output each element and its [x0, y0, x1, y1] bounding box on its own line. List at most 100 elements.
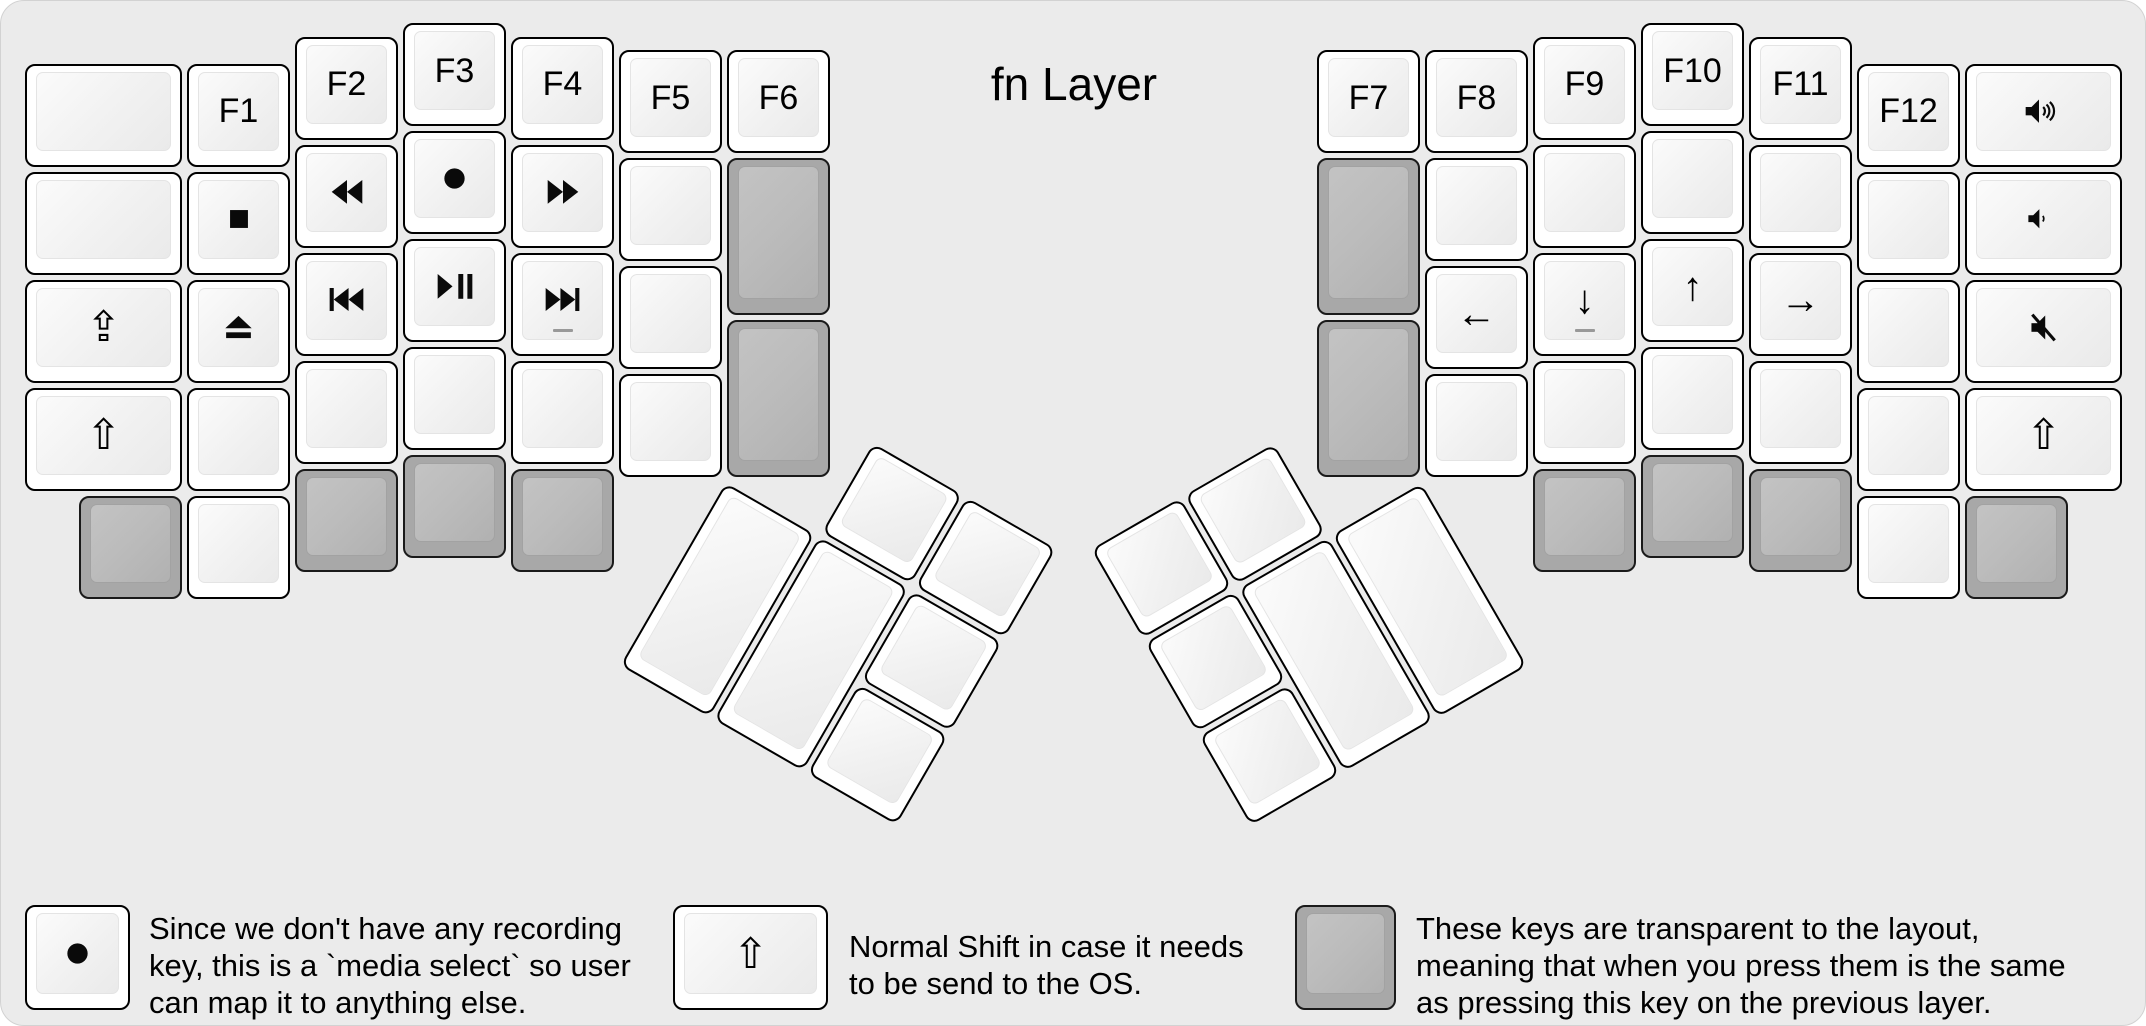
key-next-track: [511, 252, 614, 356]
key-transparent: [511, 468, 614, 572]
key-f1: F1: [187, 63, 290, 167]
key-blank: [1857, 387, 1960, 491]
key-f11: F11: [1749, 36, 1852, 140]
keycap: [1652, 139, 1733, 218]
keycap: [1436, 382, 1517, 461]
keycap: [522, 476, 603, 556]
key-eject: [187, 279, 290, 383]
key-transparent: [1965, 495, 2068, 599]
key-blank: [1857, 279, 1960, 383]
key-blank: [1533, 144, 1636, 248]
keycap: F1: [198, 71, 279, 151]
key-label: F12: [1879, 92, 1938, 130]
keycap: F5: [630, 58, 711, 137]
keycap: [198, 179, 279, 259]
legend-text-line: meaning that when you press them is the …: [1416, 948, 2066, 983]
key-blank: [187, 387, 290, 491]
key-transparent: [727, 158, 830, 315]
key-blank: [1641, 347, 1744, 450]
keycap: ⇧: [1976, 395, 2111, 475]
key-blank: [295, 360, 398, 464]
key-label: F6: [758, 78, 799, 117]
key-blank: [1749, 360, 1852, 464]
keycap: [198, 503, 279, 583]
legend-key-transparent: [1295, 905, 1396, 1010]
stop-icon: [228, 208, 250, 230]
key-blank: [1857, 171, 1960, 275]
keycap: [306, 260, 387, 340]
key-blank: [619, 158, 722, 261]
key-stop: [187, 171, 290, 275]
keycap: [1158, 603, 1269, 713]
key-transparent: [1641, 455, 1744, 558]
key-label: ⇧: [2025, 411, 2062, 458]
keycap: [306, 368, 387, 448]
key-mute: [1965, 279, 2122, 383]
keycap: [522, 368, 603, 448]
key-label: ↑: [1682, 264, 1703, 309]
keycap: →: [1760, 260, 1841, 340]
keycap: [1306, 913, 1385, 994]
key-f4: F4: [511, 36, 614, 140]
keycap: [306, 476, 387, 556]
keycap: [1436, 166, 1517, 245]
legend-key-record: [25, 905, 130, 1010]
key-label: F11: [1772, 65, 1829, 103]
keycap: [1868, 503, 1949, 583]
layer-title: fn Layer: [990, 58, 1158, 110]
keycap: [839, 455, 949, 565]
prev-track-icon: [328, 288, 365, 312]
keycap: [630, 274, 711, 353]
key-arrow-left: ←: [1425, 266, 1528, 369]
key-label: F5: [650, 78, 691, 117]
keycap: [414, 247, 495, 326]
keycap: [1544, 368, 1625, 448]
legend-text-line: key, this is a `media select` so user: [149, 948, 631, 983]
key-blank: [1641, 131, 1744, 234]
legend-key-shift: ⇧: [673, 905, 828, 1010]
key-label: ⇪: [85, 303, 122, 350]
key-label: F7: [1348, 78, 1389, 117]
key-f6: F6: [727, 50, 830, 153]
keycap: [738, 328, 819, 461]
key-label: F4: [542, 65, 583, 103]
keycap: ↓: [1544, 260, 1625, 340]
homing-bar: [552, 328, 573, 332]
key-f5: F5: [619, 50, 722, 153]
key-blank: [25, 63, 182, 167]
keycap: [1652, 355, 1733, 434]
key-label: F10: [1663, 51, 1722, 90]
eject-icon: [222, 315, 255, 340]
keycap: [1760, 476, 1841, 556]
keycap: [738, 166, 819, 299]
key-blank: [511, 360, 614, 464]
keycap: [1976, 71, 2111, 151]
keycap: [198, 395, 279, 475]
key-blank: [1857, 495, 1960, 599]
mute-icon: [2028, 312, 2059, 343]
keycap: [1544, 476, 1625, 556]
volume-up-icon: [2024, 97, 2064, 125]
key-shift: ⇧: [25, 387, 182, 491]
key-arrow-up: ↑: [1641, 239, 1744, 342]
key-blank: [1533, 360, 1636, 464]
keycap: F12: [1868, 71, 1949, 151]
key-f12: F12: [1857, 63, 1960, 167]
key-label: ⇧: [732, 929, 769, 977]
keycap: [1198, 456, 1308, 566]
keycap: [1760, 368, 1841, 448]
key-arrow-right: →: [1749, 252, 1852, 356]
key-blank: [1425, 158, 1528, 261]
keycap: F11: [1760, 44, 1841, 124]
keycap: ↑: [1652, 247, 1733, 326]
keycap: [1104, 510, 1215, 620]
homing-bar: [1574, 328, 1595, 332]
keycap: [630, 382, 711, 461]
keycap: [1652, 463, 1733, 542]
keycap: [36, 71, 171, 151]
key-f10: F10: [1641, 23, 1744, 126]
key-f3: F3: [403, 23, 506, 126]
keycap: [1212, 697, 1323, 807]
keycap: [1760, 152, 1841, 232]
keycap: F7: [1328, 58, 1409, 137]
